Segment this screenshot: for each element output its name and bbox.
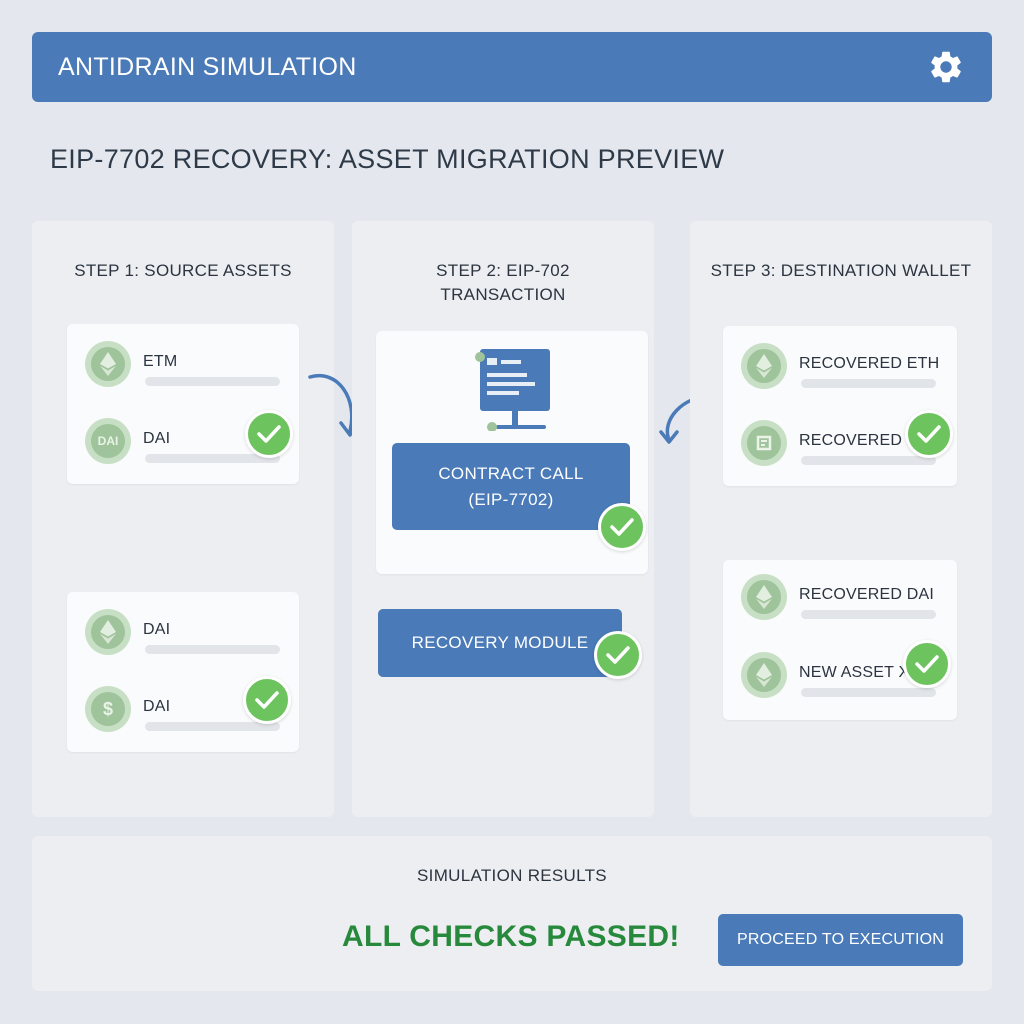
asset-row[interactable]: RECOVERED ETH: [741, 343, 939, 399]
destination-asset-card: RECOVERED DAI NEW ASSET X: [723, 560, 957, 720]
proceed-button-label: PROCEED TO EXECUTION: [737, 931, 944, 948]
asset-label: DAI: [143, 698, 171, 715]
checkmark-icon: [594, 631, 642, 679]
app-header: ANTIDRAIN SIMULATION: [32, 32, 992, 102]
placeholder-bar: [801, 688, 936, 697]
eth-coin-icon: [85, 341, 131, 387]
monitor-document-icon: [475, 349, 550, 431]
asset-label: DAI: [143, 621, 171, 638]
step2-title-line1: STEP 2: EIP-702: [436, 261, 570, 280]
asset-label: NEW ASSET X: [799, 664, 910, 681]
recovery-module-button[interactable]: RECOVERY MODULE: [378, 609, 622, 677]
status-message: ALL CHECKS PASSED!: [342, 920, 680, 953]
checkmark-icon: [905, 410, 953, 458]
asset-row[interactable]: $ DAI: [85, 686, 281, 742]
recovery-module-label: RECOVERY MODULE: [411, 633, 589, 652]
placeholder-bar: [145, 722, 280, 731]
placeholder-bar: [145, 377, 280, 386]
asset-row[interactable]: RECOVERED X: [741, 420, 939, 476]
asset-row[interactable]: NEW ASSET X: [741, 652, 939, 708]
checkmark-icon: [598, 503, 646, 551]
placeholder-bar: [801, 610, 936, 619]
asset-label: RECOVERED ETH: [799, 355, 940, 372]
asset-row[interactable]: ETM: [85, 341, 281, 397]
app-title: ANTIDRAIN SIMULATION: [58, 52, 357, 81]
contract-call-sublabel: (EIP-7702): [468, 489, 554, 509]
eth-coin-icon: [741, 574, 787, 620]
step3-panel: STEP 3: DESTINATION WALLET RECOVERED ETH…: [690, 221, 992, 817]
contract-call-button[interactable]: CONTRACT CALL (EIP-7702): [392, 443, 630, 530]
checkmark-icon: [903, 640, 951, 688]
source-asset-card: DAI $ DAI: [67, 592, 299, 752]
transaction-card: CONTRACT CALL (EIP-7702): [376, 331, 648, 574]
placeholder-bar: [145, 645, 280, 654]
asset-row[interactable]: RECOVERED DAI: [741, 574, 939, 630]
proceed-button[interactable]: PROCEED TO EXECUTION: [718, 914, 963, 966]
dollar-coin-icon: $: [85, 686, 131, 732]
page-title: EIP-7702 RECOVERY: ASSET MIGRATION PREVI…: [50, 144, 725, 174]
asset-label: RECOVERED DAI: [799, 586, 935, 603]
step2-title: STEP 2: EIP-702 TRANSACTION: [352, 259, 654, 307]
placeholder-bar: [145, 454, 280, 463]
asset-row[interactable]: DAI DAI: [85, 418, 281, 474]
simulation-results-panel: SIMULATION RESULTS ALL CHECKS PASSED! PR…: [32, 836, 992, 991]
step1-panel: STEP 1: SOURCE ASSETS ETM DAI DAI DAI: [32, 221, 334, 817]
checkmark-icon: [245, 410, 293, 458]
step1-title: STEP 1: SOURCE ASSETS: [74, 261, 292, 280]
step3-title: STEP 3: DESTINATION WALLET: [710, 261, 972, 280]
asset-label: ETM: [143, 353, 178, 370]
source-asset-card: ETM DAI DAI: [67, 324, 299, 484]
checkmark-icon: [243, 676, 291, 724]
dai-coin-icon: DAI: [85, 418, 131, 464]
contract-call-label: CONTRACT CALL: [438, 463, 584, 483]
asset-label: RECOVERED X: [799, 432, 918, 449]
token-coin-icon: [741, 420, 787, 466]
step2-title-line2: TRANSACTION: [440, 285, 566, 304]
placeholder-bar: [801, 456, 936, 465]
asset-label: DAI: [143, 430, 171, 447]
results-title: SIMULATION RESULTS: [417, 866, 607, 885]
destination-asset-card: RECOVERED ETH RECOVERED X: [723, 326, 957, 486]
eth-coin-icon: [85, 609, 131, 655]
eth-coin-icon: [741, 652, 787, 698]
gear-icon[interactable]: [926, 47, 966, 87]
asset-row[interactable]: DAI: [85, 609, 281, 665]
eth-coin-icon: [741, 343, 787, 389]
placeholder-bar: [801, 379, 936, 388]
step2-panel: STEP 2: EIP-702 TRANSACTION CONTRACT CAL…: [352, 221, 654, 817]
